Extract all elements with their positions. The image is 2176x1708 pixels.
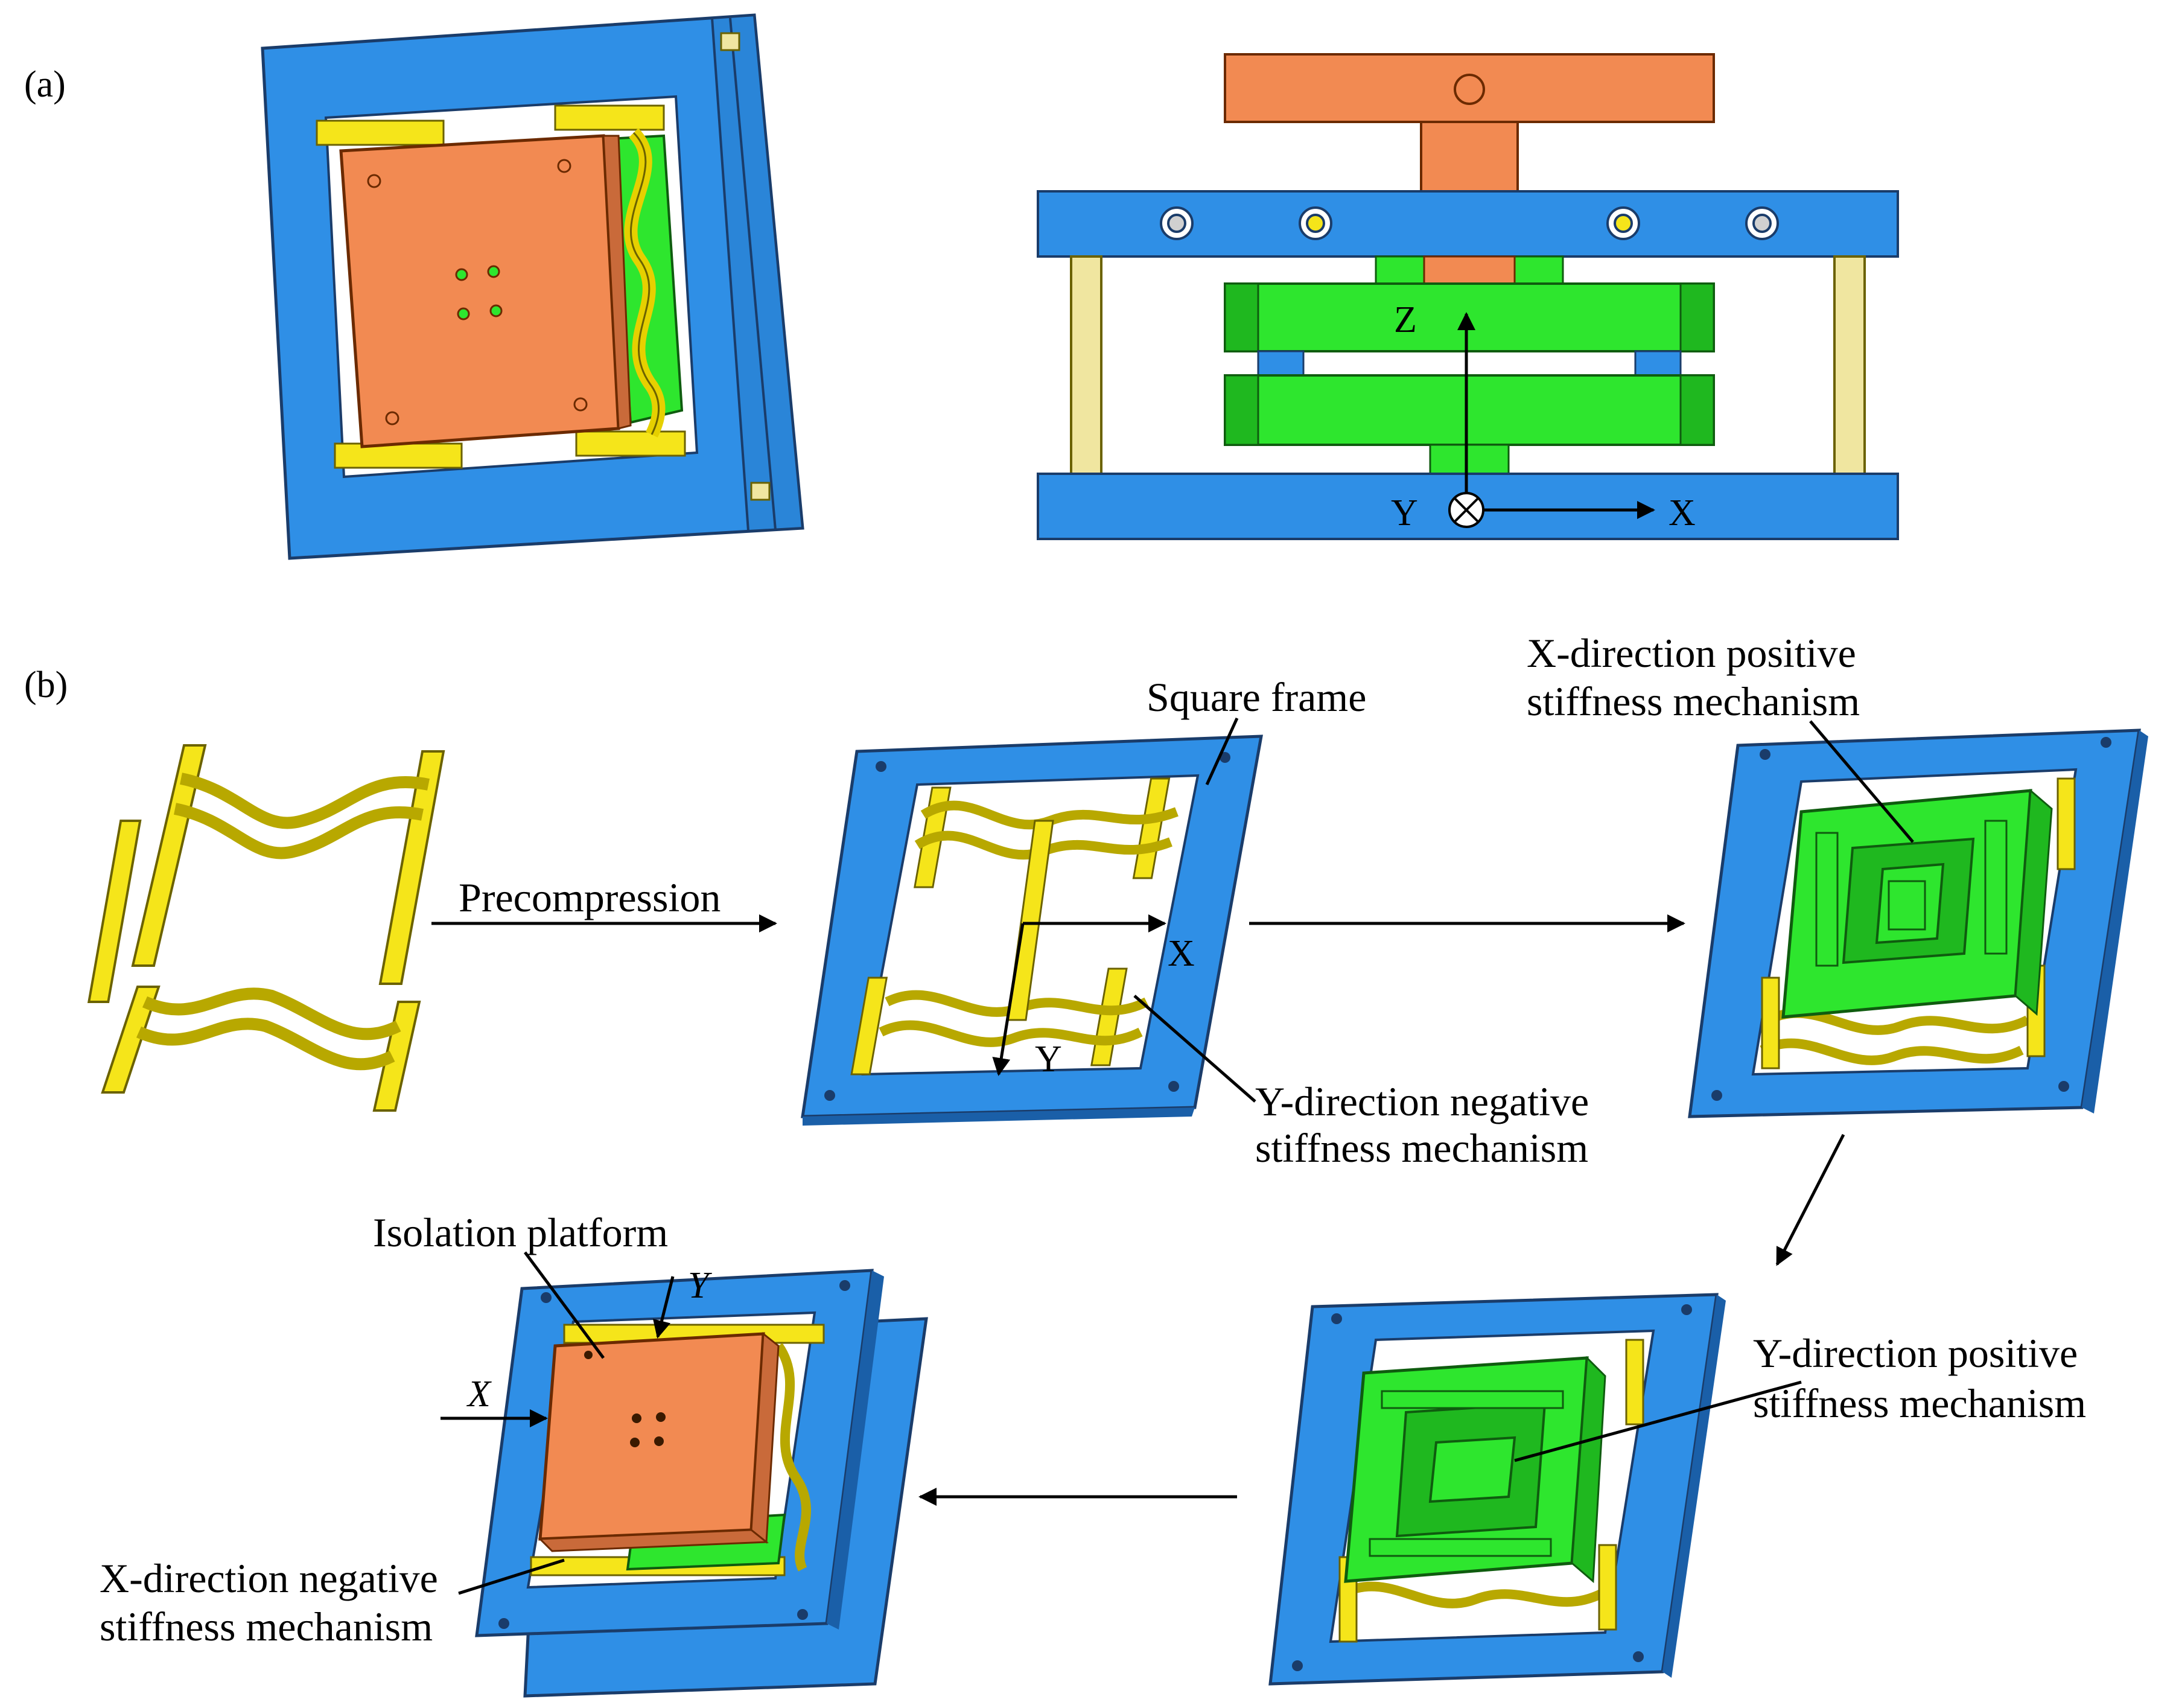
axis-z-label: Z [1394,299,1417,340]
leader-y-positive [1514,1380,1802,1462]
axis-y-label: Y [1391,492,1418,534]
panel-a-top-view [261,13,804,560]
b-step2-frame [801,735,1264,1126]
label-y-positive-1: Y-direction positive [1753,1330,2078,1376]
b5-axis-y-label: Y [688,1265,712,1306]
leader-x-negative [458,1558,565,1595]
label-precompression: Precompression [459,875,721,920]
yellow-bar-bottom-left [334,442,463,469]
b-step1-spring [87,744,445,1112]
b-step5-assembly [441,1269,928,1698]
orange-isolation-platform [538,1332,765,1541]
top-orange-bar [1224,53,1715,123]
label-x-positive-1: X-direction positive [1527,630,1856,676]
label-y-negative-2: stiffness mechanism [1255,1125,1588,1171]
label-x-positive-2: stiffness mechanism [1527,678,1860,724]
b5-axis-x-label: X [466,1374,492,1415]
leader-x-positive [1809,720,1914,843]
label-y-positive-2: stiffness mechanism [1753,1380,2086,1426]
b-step3-x-positive [1688,728,2148,1118]
post-right [1833,255,1866,475]
label-square-frame: Square frame [1147,674,1366,720]
panel-b-label: (b) [24,664,68,706]
yellow-bar-bottom-right [575,430,686,457]
arrow-step3-to-step4 [1775,1133,1845,1266]
label-x-negative-2: stiffness mechanism [100,1604,433,1649]
axis-x-label: X [1669,492,1696,534]
orange-stem [1420,121,1519,193]
yellow-bar-top-left [316,119,445,146]
yellow-bar-top-right [554,104,665,131]
b2-axis-y-label: Y [1035,1039,1062,1080]
blue-frame-side [710,13,804,533]
b-step4-y-positive [1268,1293,1726,1686]
label-isolation-platform: Isolation platform [373,1209,668,1255]
y-axis-into-page-symbol [1448,492,1484,528]
label-x-negative-1: X-direction negative [100,1555,438,1601]
leader-isolation-platform [523,1251,605,1359]
label-y-negative-1: Y-direction negative [1255,1079,1589,1124]
post-left [1070,255,1102,475]
green-layer-upper [1224,282,1715,352]
green-layer-lower [1224,374,1715,446]
b2-axis-x-label: X [1168,933,1195,974]
panel-a-label: (a) [24,64,66,105]
leader-y-negative [1133,995,1256,1103]
leader-square-frame [1205,717,1239,786]
panel-a-side-view: Z Y X [1037,53,1899,540]
